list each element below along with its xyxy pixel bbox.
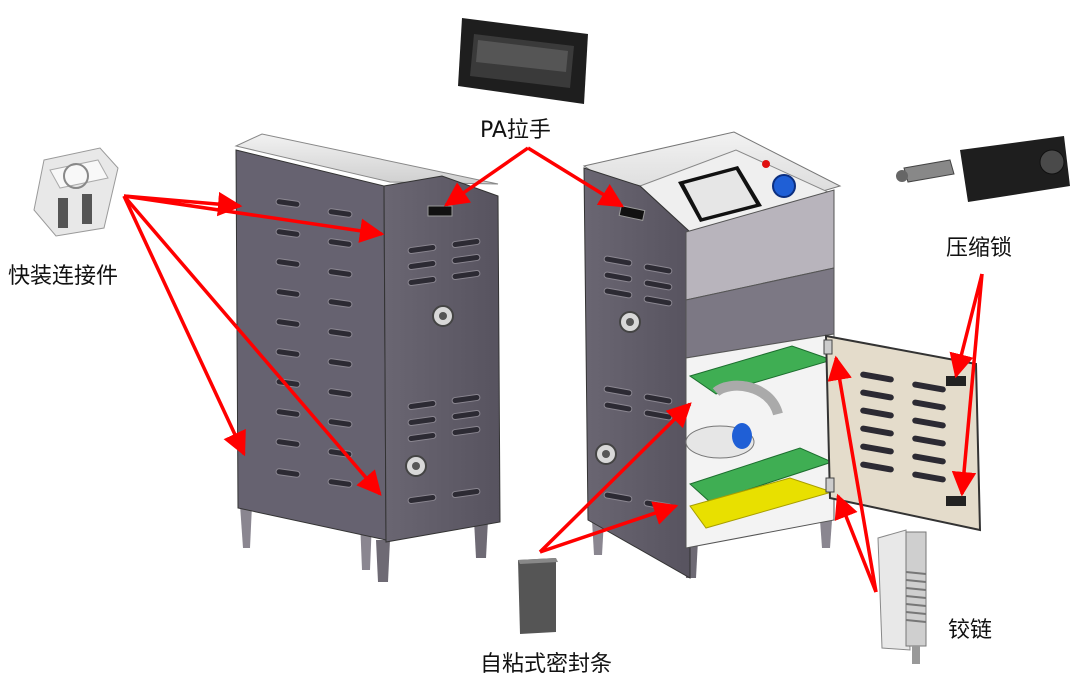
arrow-seal-2	[539, 501, 679, 554]
arrow-lock-2	[951, 273, 984, 497]
arrow-hinge-1	[827, 355, 878, 593]
arrow-seal-1	[538, 402, 692, 554]
arrow-lock-1	[949, 273, 984, 379]
arrow-qc-3	[122, 195, 246, 457]
adhesive-seal-part	[518, 558, 558, 634]
arrow-pa-left	[443, 146, 529, 207]
left-cabinet	[234, 133, 501, 582]
arrow-hinge-2	[834, 493, 878, 593]
compression-lock-part	[896, 136, 1070, 202]
label-quick-connector: 快装连接件	[8, 264, 119, 289]
quick-connector-part	[33, 147, 119, 237]
callout-arrows	[122, 146, 984, 593]
arrow-qc-2	[123, 194, 385, 243]
pa-handle-part	[458, 18, 588, 104]
label-hinge: 铰链	[948, 618, 993, 643]
right-cabinet	[582, 131, 982, 579]
hinge-part	[877, 529, 927, 664]
label-pa-handle: PA拉手	[480, 118, 551, 143]
label-compression-lock: 压缩锁	[946, 236, 1013, 261]
label-adhesive-seal: 自粘式密封条	[480, 652, 613, 677]
arrow-qc-4	[122, 194, 382, 496]
arrow-pa-right	[527, 146, 625, 208]
